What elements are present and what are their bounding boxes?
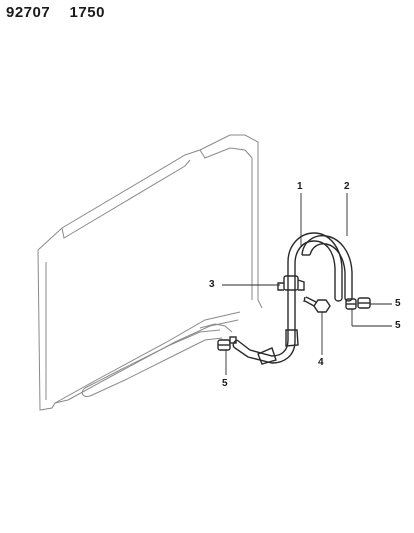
hose-sleeves	[257, 329, 299, 365]
callout-5-upper-right: 5	[395, 298, 401, 309]
callout-4: 4	[318, 357, 324, 368]
callout-2: 2	[344, 181, 350, 192]
pipe-clip	[277, 275, 305, 291]
cooler-pipe-inner	[232, 232, 343, 364]
callout-5-left: 5	[222, 378, 228, 389]
callout-3: 3	[209, 279, 215, 290]
hose-clamp-upper-right	[357, 297, 371, 309]
hose-clamp-lower-right	[345, 298, 357, 310]
mounting-bolt	[303, 296, 331, 313]
diagram-reference-number: 92707 1750	[6, 4, 105, 21]
leader-lines	[222, 193, 392, 375]
radiator-outline	[37, 134, 263, 411]
callout-5-lower-right: 5	[395, 320, 401, 331]
hose-clamp-left	[217, 336, 237, 351]
callout-1: 1	[297, 181, 303, 192]
